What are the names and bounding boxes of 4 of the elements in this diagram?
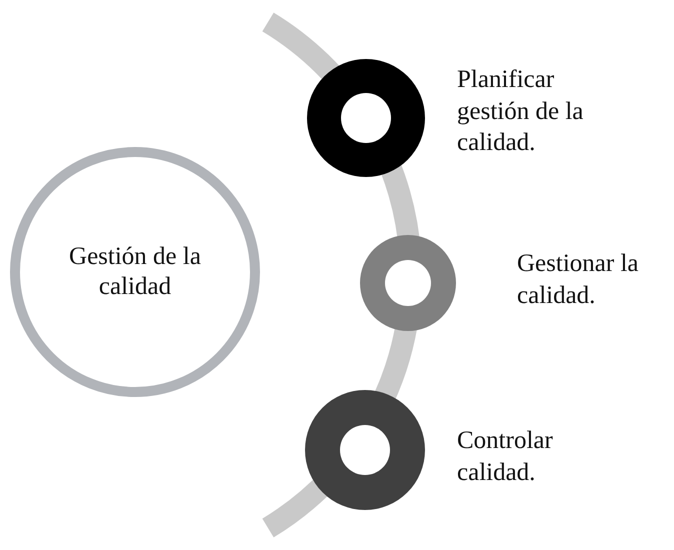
node-title: Gestión de la calidad [68, 242, 202, 302]
step-label: Planificar gestión de la calidad. [457, 65, 584, 158]
step-label: Controlar calidad. [457, 426, 554, 488]
step-label: Gestionar la calidad. [517, 249, 640, 310]
